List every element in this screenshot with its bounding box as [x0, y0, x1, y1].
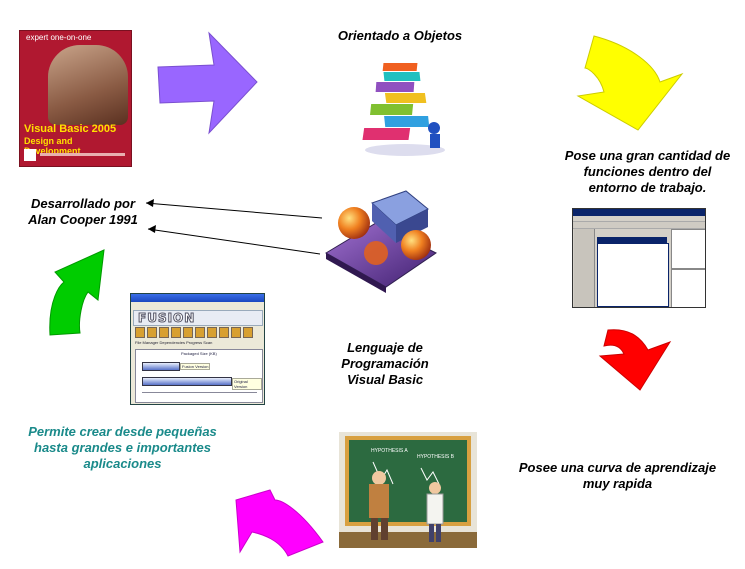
chalkboard-note-right: HYPOTHESIS B: [417, 454, 455, 460]
toolbar-icon: [135, 327, 145, 338]
fusion-menubar: [131, 302, 264, 308]
green-arrow-shape: [49, 249, 105, 336]
fusion-logo-banner: FUSION: [133, 310, 263, 326]
caption-functions: Pose una gran cantidad de funciones dent…: [564, 148, 731, 195]
chalkboard-clipart: HYPOTHESIS A HYPOTHESIS B: [339, 432, 477, 548]
toolbar-icon: [207, 327, 217, 338]
caption-applications: Permite crear desde pequeñas hasta grand…: [28, 424, 217, 471]
fusion-toolbar-icons: [135, 327, 260, 338]
book-cover-image: expert one-on-one Visual Basic 2005 Desi…: [19, 30, 132, 167]
fusion-axis: [142, 392, 257, 393]
caption-oop: Orientado a Objetos: [337, 28, 463, 43]
book-tagline: [40, 153, 125, 156]
book-subtitle: Design and Development: [24, 136, 81, 156]
connector-line-lower: [147, 228, 321, 255]
caption-learning-curve: Posee una curva de aprendizaje muy rapid…: [518, 460, 717, 491]
toolbar-icon: [231, 327, 241, 338]
toolbar-icon: [219, 327, 229, 338]
fusion-bar-original-version: [142, 377, 232, 386]
toolbar-icon: [243, 327, 253, 338]
magenta-arrow-shape: [235, 489, 324, 557]
ide-properties-panel: [671, 269, 705, 307]
connector-arrowhead-upper: [146, 199, 154, 207]
yellow-arrow-shape: [576, 35, 684, 131]
oop-books-clipart: [362, 63, 445, 156]
publisher-logo: [24, 149, 36, 161]
chalkboard-note-left: HYPOTHESIS A: [371, 448, 408, 454]
fusion-bar-label-top: Fusion Version: [180, 363, 211, 370]
toolbar-icon: [183, 327, 193, 338]
fusion-tabs: File Manager Dependencies Progress Scan: [135, 340, 213, 345]
caption-developed: Desarrollado por Alan Cooper 1991: [28, 196, 138, 227]
book-series-text: expert one-on-one: [26, 33, 92, 42]
fusion-logo-text: FUSION: [137, 311, 196, 326]
book-title: Visual Basic 2005: [24, 123, 117, 135]
fusion-size-panel: Packaged Size (KB) Fusion Version Origin…: [135, 349, 263, 403]
ide-project-explorer: [671, 229, 705, 269]
author-photo: [48, 45, 128, 125]
connector-arrowhead-lower: [148, 225, 156, 233]
caption-center-title: Lenguaje de Programación Visual Basic: [341, 340, 429, 387]
fusion-bar-label-bottom: Original Version: [232, 378, 262, 390]
ide-code-window: [597, 243, 669, 307]
vb-center-graphic: [325, 190, 437, 293]
toolbar-icon: [195, 327, 205, 338]
red-arrow-shape: [598, 329, 672, 391]
fusion-panel-header: Packaged Size (KB): [181, 351, 217, 356]
ide-titlebar: [573, 209, 705, 216]
fusion-bar-fusion-version: [142, 362, 180, 371]
ide-toolbar: [573, 222, 705, 229]
purple-arrow-shape: [157, 31, 258, 135]
toolbar-icon: [147, 327, 157, 338]
ide-menubar: [573, 216, 705, 222]
fusion-app-screenshot: FUSION File Manager Dependencies Progres…: [130, 293, 265, 405]
ide-toolbox: [574, 229, 595, 307]
vb-ide-screenshot: [572, 208, 706, 308]
toolbar-icon: [171, 327, 181, 338]
toolbar-icon: [159, 327, 169, 338]
connector-line-upper: [145, 202, 323, 219]
fusion-titlebar: [131, 294, 264, 302]
ide-code-window-title: [597, 237, 667, 243]
